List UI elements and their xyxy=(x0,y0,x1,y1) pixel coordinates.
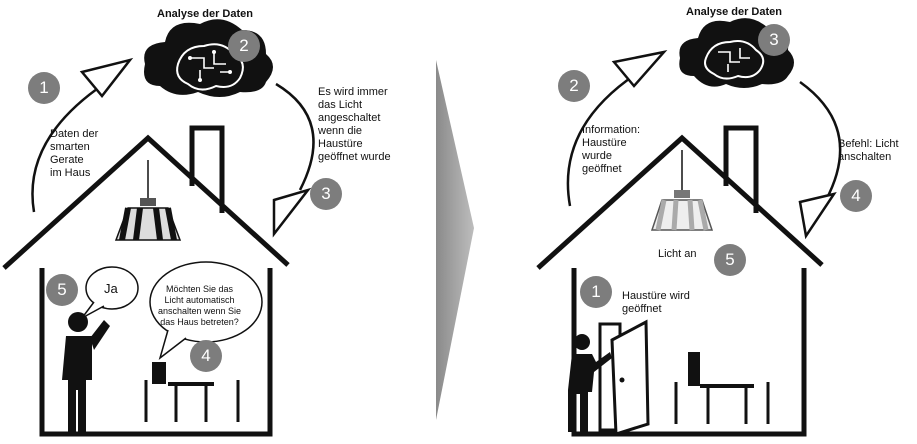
transition-arrow xyxy=(436,60,474,420)
badge-left-5: 5 xyxy=(46,274,78,306)
badge-right-1: 1 xyxy=(580,276,612,308)
door-opened-text: Haustüre wird geöffnet xyxy=(622,290,690,316)
lamp-icon xyxy=(116,160,180,240)
speech-question-text: Möchten Sie das Licht automatisch anscha… xyxy=(158,284,241,328)
left-step1-text: Daten der smarten Gerate im Haus xyxy=(50,128,98,180)
left-step2-text: Es wird immer das Licht angeschaltet wen… xyxy=(318,86,391,164)
door-icon xyxy=(600,322,648,434)
badge-right-4: 4 xyxy=(840,180,872,212)
person-icon xyxy=(62,312,110,432)
badge-right-2: 2 xyxy=(558,70,590,102)
left-title: Analyse der Daten xyxy=(157,8,253,21)
right-title: Analyse der Daten xyxy=(686,6,782,19)
badge-left-1: 1 xyxy=(28,72,60,104)
table-chairs-icon-right xyxy=(676,382,768,424)
table-chairs-icon xyxy=(146,380,238,422)
badge-right-5: 5 xyxy=(714,244,746,276)
light-on-text: Licht an xyxy=(658,248,697,261)
badge-left-2: 2 xyxy=(228,30,260,62)
badge-left-3: 3 xyxy=(310,178,342,210)
smart-speaker-icon-right xyxy=(688,352,700,386)
right-command-text: Befehl: Licht anschalten xyxy=(838,138,899,164)
right-info-text: Information: Haustüre wurde geöffnet xyxy=(582,124,640,176)
smart-speaker-icon xyxy=(152,362,166,384)
lamp-icon-on xyxy=(652,150,712,230)
speech-ja-text: Ja xyxy=(104,282,118,295)
badge-left-4: 4 xyxy=(190,340,222,372)
badge-right-3: 3 xyxy=(758,24,790,56)
